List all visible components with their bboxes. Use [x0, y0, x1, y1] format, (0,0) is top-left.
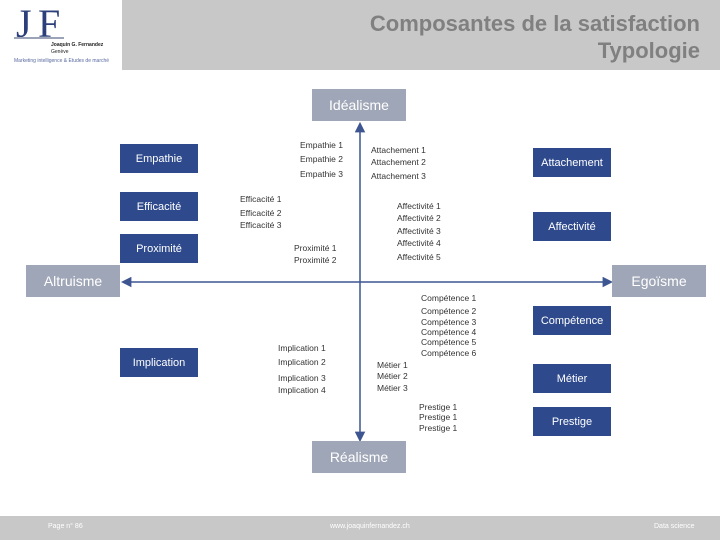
item-affectivite-2: Affectivité 2: [397, 213, 441, 223]
axis-label-right: Egoïsme: [612, 265, 706, 297]
logo-letter-f: F: [38, 1, 61, 46]
category-empathie: Empathie: [120, 144, 198, 173]
item-proximite-2: Proximité 2: [294, 255, 337, 265]
item-efficacite-3: Efficacité 3: [240, 220, 282, 230]
logo-tagline: Marketing intelligence & Etudes de march…: [14, 58, 110, 64]
item-competence-6: Compétence 6: [421, 348, 477, 358]
item-affectivite-3: Affectivité 3: [397, 226, 441, 236]
footer-page-number: Page n° 86: [48, 523, 83, 530]
item-affectivite-1: Affectivité 1: [397, 201, 441, 211]
item-prestige-1: Prestige 1: [419, 402, 458, 412]
item-implication-1: Implication 1: [278, 343, 326, 353]
logo-city: Genève: [51, 49, 69, 55]
item-attachement-2: Attachement 2: [371, 157, 426, 167]
title-line-2: Typologie: [597, 38, 700, 63]
item-attachement-3: Attachement 3: [371, 171, 426, 181]
item-implication-2: Implication 2: [278, 357, 326, 367]
item-proximite-1: Proximité 1: [294, 243, 337, 253]
category-prestige: Prestige: [533, 407, 611, 436]
item-efficacite-2: Efficacité 2: [240, 208, 282, 218]
item-empathie-3: Empathie 3: [300, 169, 343, 179]
item-prestige-3: Prestige 1: [419, 423, 458, 433]
item-competence-2: Compétence 2: [421, 306, 477, 316]
logo: J F Joaquin G. Fernandez Genève Marketin…: [0, 0, 122, 70]
footer-url[interactable]: www.joaquinfernandez.ch: [330, 523, 410, 530]
item-empathie-2: Empathie 2: [300, 154, 343, 164]
item-competence-4: Compétence 4: [421, 327, 477, 337]
logo-bar: [14, 37, 64, 39]
item-empathie-1: Empathie 1: [300, 140, 343, 150]
category-proximite: Proximité: [120, 234, 198, 263]
item-competence-5: Compétence 5: [421, 337, 477, 347]
category-metier: Métier: [533, 364, 611, 393]
title-line-1: Composantes de la satisfaction: [369, 11, 700, 36]
axis-label-top: Idéalisme: [312, 89, 406, 121]
logo-name: Joaquin G. Fernandez: [51, 42, 104, 48]
item-prestige-2: Prestige 1: [419, 412, 458, 422]
logo-letter-j: J: [16, 1, 32, 46]
item-metier-2: Métier 2: [377, 371, 408, 381]
item-efficacite-1: Efficacité 1: [240, 194, 282, 204]
category-efficacite: Efficacité: [120, 192, 198, 221]
category-affectivite: Affectivité: [533, 212, 611, 241]
category-attachement: Attachement: [533, 148, 611, 177]
page-title: Composantes de la satisfaction Typologie: [370, 10, 700, 64]
category-implication: Implication: [120, 348, 198, 377]
item-implication-4: Implication 4: [278, 385, 326, 395]
item-affectivite-5: Affectivité 5: [397, 252, 441, 262]
item-metier-3: Métier 3: [377, 383, 408, 393]
item-metier-1: Métier 1: [377, 360, 408, 370]
footer: Page n° 86 www.joaquinfernandez.ch Data …: [0, 516, 720, 540]
item-competence-1: Compétence 1: [421, 293, 477, 303]
item-attachement-1: Attachement 1: [371, 145, 426, 155]
footer-section: Data science: [654, 523, 695, 530]
item-affectivite-4: Affectivité 4: [397, 238, 441, 248]
axis-label-bottom: Réalisme: [312, 441, 406, 473]
axis-label-left: Altruisme: [26, 265, 120, 297]
item-competence-3: Compétence 3: [421, 317, 477, 327]
item-implication-3: Implication 3: [278, 373, 326, 383]
category-competence: Compétence: [533, 306, 611, 335]
